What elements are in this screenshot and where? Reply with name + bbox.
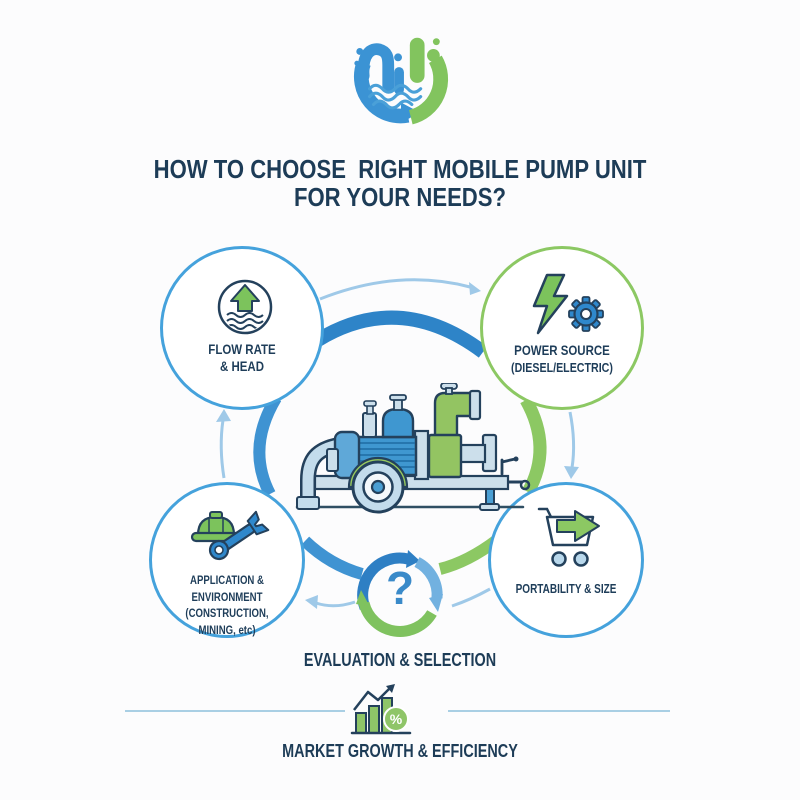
pump-housing: [427, 433, 463, 479]
hitch-ring: [519, 479, 531, 491]
node-flow-rate: FLOW RATE & HEAD: [160, 246, 324, 410]
question-mark: ?: [385, 562, 415, 614]
water-pump-logo-icon: [353, 37, 449, 125]
percent-badge: [383, 706, 409, 732]
ring-arc-left: [253, 394, 282, 497]
dome-cap: [381, 407, 415, 439]
hardhat-wrench-icon: [190, 510, 270, 561]
line-bottom-right: [451, 587, 491, 608]
arrow-left: [219, 419, 226, 479]
cart-arrow-icon: [537, 507, 600, 567]
arrow-right-glyph: [556, 510, 600, 542]
title-line-1: HOW TO CHOOSE RIGHT MOBILE PUMP UNIT: [153, 154, 647, 184]
power-source-label-line1: POWER SOURCE: [514, 342, 610, 358]
application-label-line2: (CONSTRUCTION, MINING, etc): [185, 606, 269, 637]
brand-logo: [342, 22, 460, 130]
power-source-label-line2: (DIESEL/ELECTRIC): [511, 360, 613, 375]
cycle-arrows-icon: [356, 550, 443, 637]
wrench-icon: [208, 510, 270, 561]
page-title: HOW TO CHOOSE RIGHT MOBILE PUMP UNIT FOR…: [0, 155, 800, 211]
flow-rate-label-line1: FLOW RATE: [208, 341, 276, 357]
hose: [302, 439, 341, 497]
evaluation-label: EVALUATION & SELECTION: [303, 650, 497, 670]
divider-left: [125, 710, 345, 712]
green-pipe-elbow: [433, 391, 473, 441]
arrow-right: [568, 411, 576, 469]
evaluation-cycle-icon: ?: [350, 545, 450, 645]
stand-foot: [479, 503, 500, 511]
outlet-flange: [468, 389, 482, 421]
ring-arc-bottom-left: [300, 536, 364, 580]
mobile-pump-trailer-drawing: [295, 382, 531, 514]
cycle-arc-green: [358, 601, 437, 637]
node-application-environment: APPLICATION & ENVIRONMENT (CONSTRUCTION,…: [149, 482, 305, 638]
ring-arc-top: [314, 310, 488, 358]
arrow-top-head: [469, 282, 481, 295]
motor-ribs: [357, 442, 415, 468]
gear-icon: [568, 296, 604, 332]
lightning-icon: [532, 273, 569, 335]
divider-right: [448, 710, 670, 712]
small-top-cap: [362, 412, 377, 438]
title-line-2: FOR YOUR NEEDS?: [293, 182, 507, 212]
node-power-source: POWER SOURCE (DIESEL/ELECTRIC): [480, 246, 644, 410]
hardhat-icon: [190, 511, 244, 543]
arrow-bottom-left: [315, 600, 356, 608]
hose-mouth: [296, 496, 320, 510]
application-label-line1: APPLICATION & ENVIRONMENT: [190, 573, 264, 604]
trend-line: [353, 686, 392, 711]
portability-label: PORTABILITY & SIZE: [515, 582, 617, 596]
inlet-block: [326, 448, 339, 472]
arrow-bottom-left-head: [305, 595, 318, 609]
growth-chart-icon: %: [350, 684, 412, 735]
crank-handle: [500, 457, 517, 476]
trend-arrowhead: [386, 684, 395, 693]
lightning-gear-icon: [532, 273, 604, 335]
flow-rate-label-line2: & HEAD: [219, 358, 264, 374]
market-growth-icon: %: [348, 680, 418, 738]
footer-label: MARKET GROWTH & EFFICIENCY: [282, 740, 518, 761]
ring-arc-right: [520, 396, 547, 496]
arrow-left-head: [216, 409, 231, 422]
connector-pipe: [457, 443, 487, 464]
percent-symbol: %: [390, 711, 403, 727]
flow-arrow-waves-icon: [217, 279, 273, 335]
arrow-top: [319, 278, 471, 301]
pump-illustration: [283, 382, 533, 518]
cycle-arc-lightblue: [414, 557, 443, 599]
arrow-right-head: [564, 466, 579, 479]
